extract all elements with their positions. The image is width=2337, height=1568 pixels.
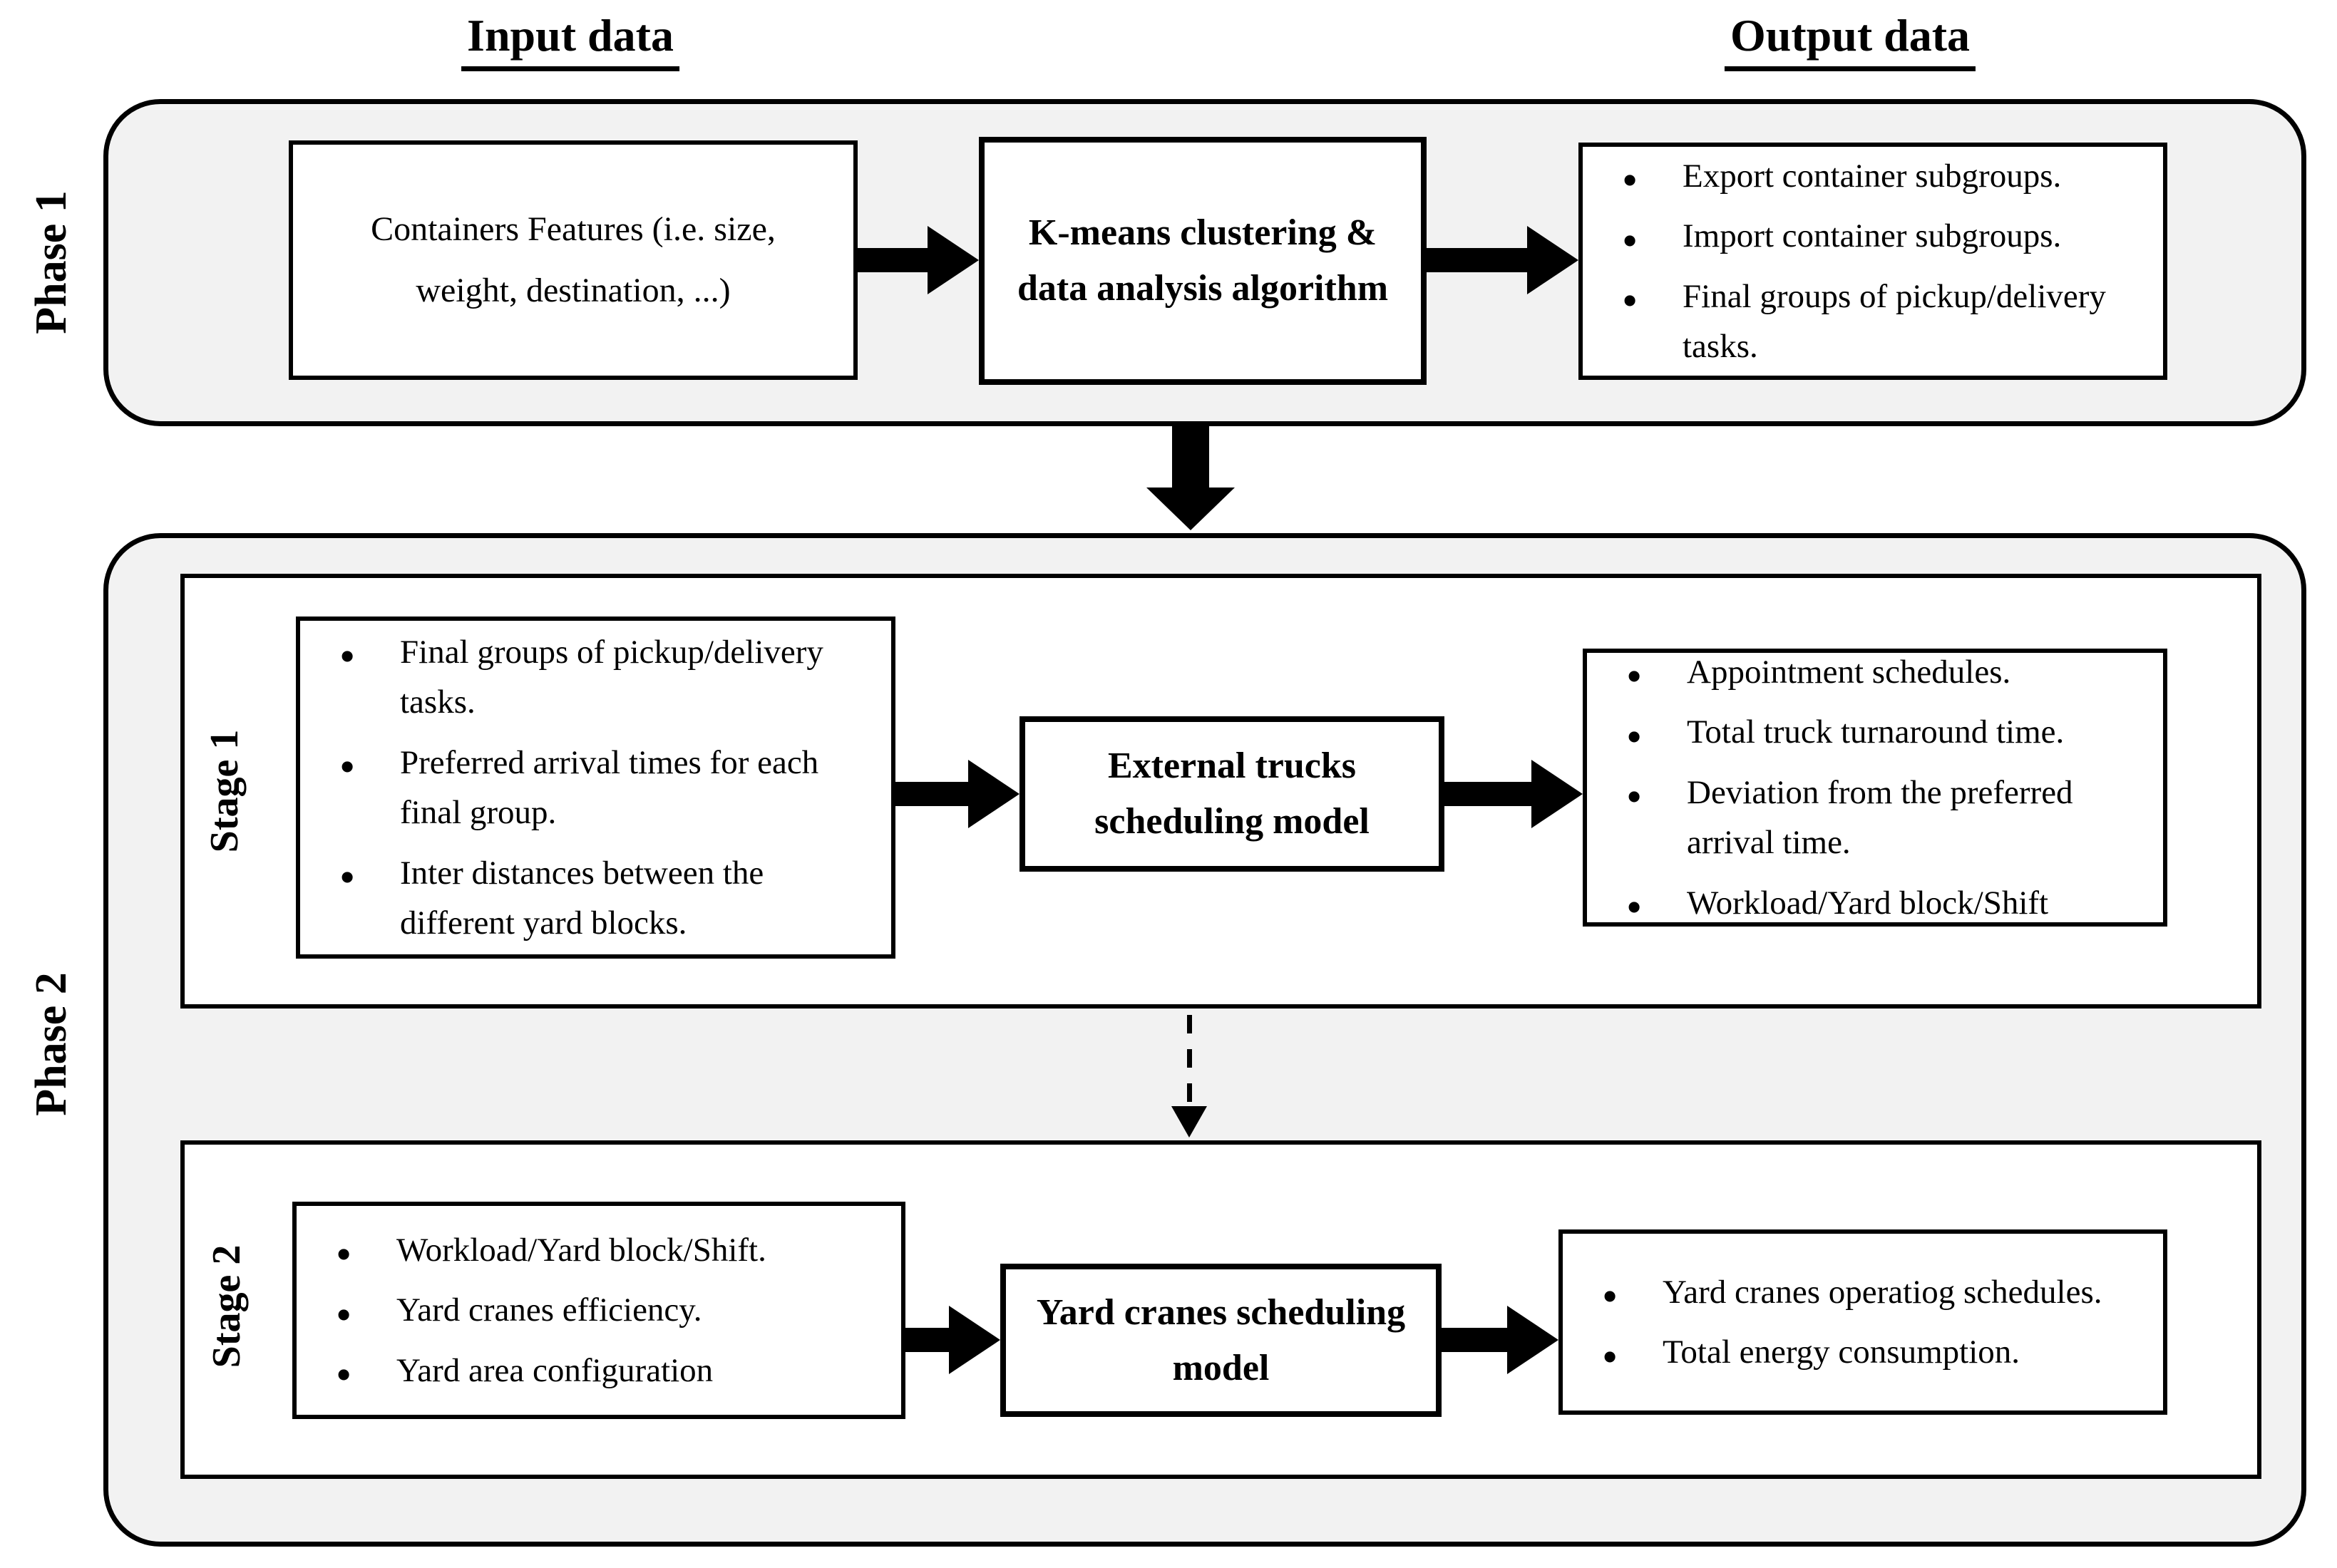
bullet-item: Export container subgroups. xyxy=(1615,146,2145,214)
arrow-stage1-to-stage2-dashed xyxy=(1169,1015,1209,1139)
arrow-head-icon xyxy=(928,226,979,294)
stage1-label: Stage 1 xyxy=(202,729,247,853)
arrow-shaft xyxy=(895,782,974,806)
arrow-phase1-model-to-output xyxy=(1427,226,1578,294)
arrow-head-icon xyxy=(968,760,1019,828)
bullet-item: Final groups of pickup/delivery tasks. xyxy=(1615,267,2145,372)
stage2-output-list: Yard cranes operatiog schedules. Total e… xyxy=(1595,1262,2120,1391)
phase1-model-text: K-means clustering & data analysis algor… xyxy=(1017,212,1389,309)
arrow-head-icon xyxy=(1146,488,1235,530)
arrow-stage2-model-to-output xyxy=(1442,1306,1558,1374)
bullet-item: Inter distances between the different ya… xyxy=(332,843,873,949)
arrow-shaft xyxy=(1172,426,1209,490)
bullet-item: Yard area configuration xyxy=(329,1341,883,1408)
stage1-model-text: External trucks scheduling model xyxy=(1094,746,1370,842)
phase1-output-box: Export container subgroups. Import conta… xyxy=(1578,143,2167,380)
arrow-head-icon xyxy=(1507,1306,1558,1374)
stage1-input-box: Final groups of pickup/delivery tasks. P… xyxy=(296,617,895,959)
arrow-shaft xyxy=(905,1328,955,1352)
stage2-input-box: Workload/Yard block/Shift. Yard cranes e… xyxy=(292,1202,905,1419)
bullet-item: Workload/Yard block/Shift. xyxy=(329,1220,883,1288)
arrow-head-icon xyxy=(949,1306,1000,1374)
arrow-head-icon xyxy=(1171,1106,1207,1138)
arrow-head-icon xyxy=(1531,760,1583,828)
phase2-label: Phase 2 xyxy=(26,972,76,1116)
arrow-shaft xyxy=(1442,1328,1513,1352)
arrow-shaft xyxy=(1427,248,1533,272)
phase1-label: Phase 1 xyxy=(26,190,76,334)
bullet-item: Yard cranes operatiog schedules. xyxy=(1595,1262,2120,1330)
stage1-output-box: Appointment schedules. Total truck turna… xyxy=(1583,642,2167,941)
bullet-item: Yard cranes efficiency. xyxy=(329,1281,883,1348)
arrow-shaft xyxy=(858,248,933,272)
arrow-shaft xyxy=(1444,782,1537,806)
bullet-item: Preferred arrival times for each final g… xyxy=(332,733,873,838)
bullet-item: Final groups of pickup/delivery tasks. xyxy=(332,622,873,728)
phase1-model-box: K-means clustering & data analysis algor… xyxy=(979,137,1427,385)
bullet-item: Workload/Yard block/Shift xyxy=(1619,873,2145,941)
arrow-stage1-input-to-model xyxy=(895,760,1019,828)
stage1-input-list: Final groups of pickup/delivery tasks. P… xyxy=(332,622,873,949)
stage1-model-box: External trucks scheduling model xyxy=(1019,716,1444,872)
arrow-phase1-to-phase2 xyxy=(1146,426,1235,532)
output-data-heading: Output data xyxy=(1724,11,1976,72)
bullet-item: Total energy consumption. xyxy=(1595,1323,2120,1391)
stage2-model-text: Yard cranes scheduling model xyxy=(1036,1291,1406,1388)
bullet-item: Total truck turnaround time. xyxy=(1619,703,2145,770)
phase1-output-list: Export container subgroups. Import conta… xyxy=(1615,146,2145,372)
input-data-heading: Input data xyxy=(461,11,679,72)
arrow-phase1-input-to-model xyxy=(858,226,979,294)
arrow-stage2-input-to-model xyxy=(905,1306,1000,1374)
stage1-output-list: Appointment schedules. Total truck turna… xyxy=(1619,642,2145,941)
phase1-input-box: Containers Features (i.e. size, weight, … xyxy=(289,140,858,380)
stage2-output-box: Yard cranes operatiog schedules. Total e… xyxy=(1558,1229,2167,1415)
dashed-line xyxy=(1187,1015,1192,1105)
bullet-item: Appointment schedules. xyxy=(1619,642,2145,710)
stage2-input-list: Workload/Yard block/Shift. Yard cranes e… xyxy=(329,1220,883,1408)
arrow-head-icon xyxy=(1527,226,1578,294)
phase1-input-text: Containers Features (i.e. size, weight, … xyxy=(371,210,776,309)
arrow-stage1-model-to-output xyxy=(1444,760,1583,828)
stage2-label: Stage 2 xyxy=(205,1244,249,1368)
bullet-item: Deviation from the preferred arrival tim… xyxy=(1619,763,2145,868)
bullet-item: Import container subgroups. xyxy=(1615,207,2145,274)
stage2-model-box: Yard cranes scheduling model xyxy=(1000,1264,1442,1417)
